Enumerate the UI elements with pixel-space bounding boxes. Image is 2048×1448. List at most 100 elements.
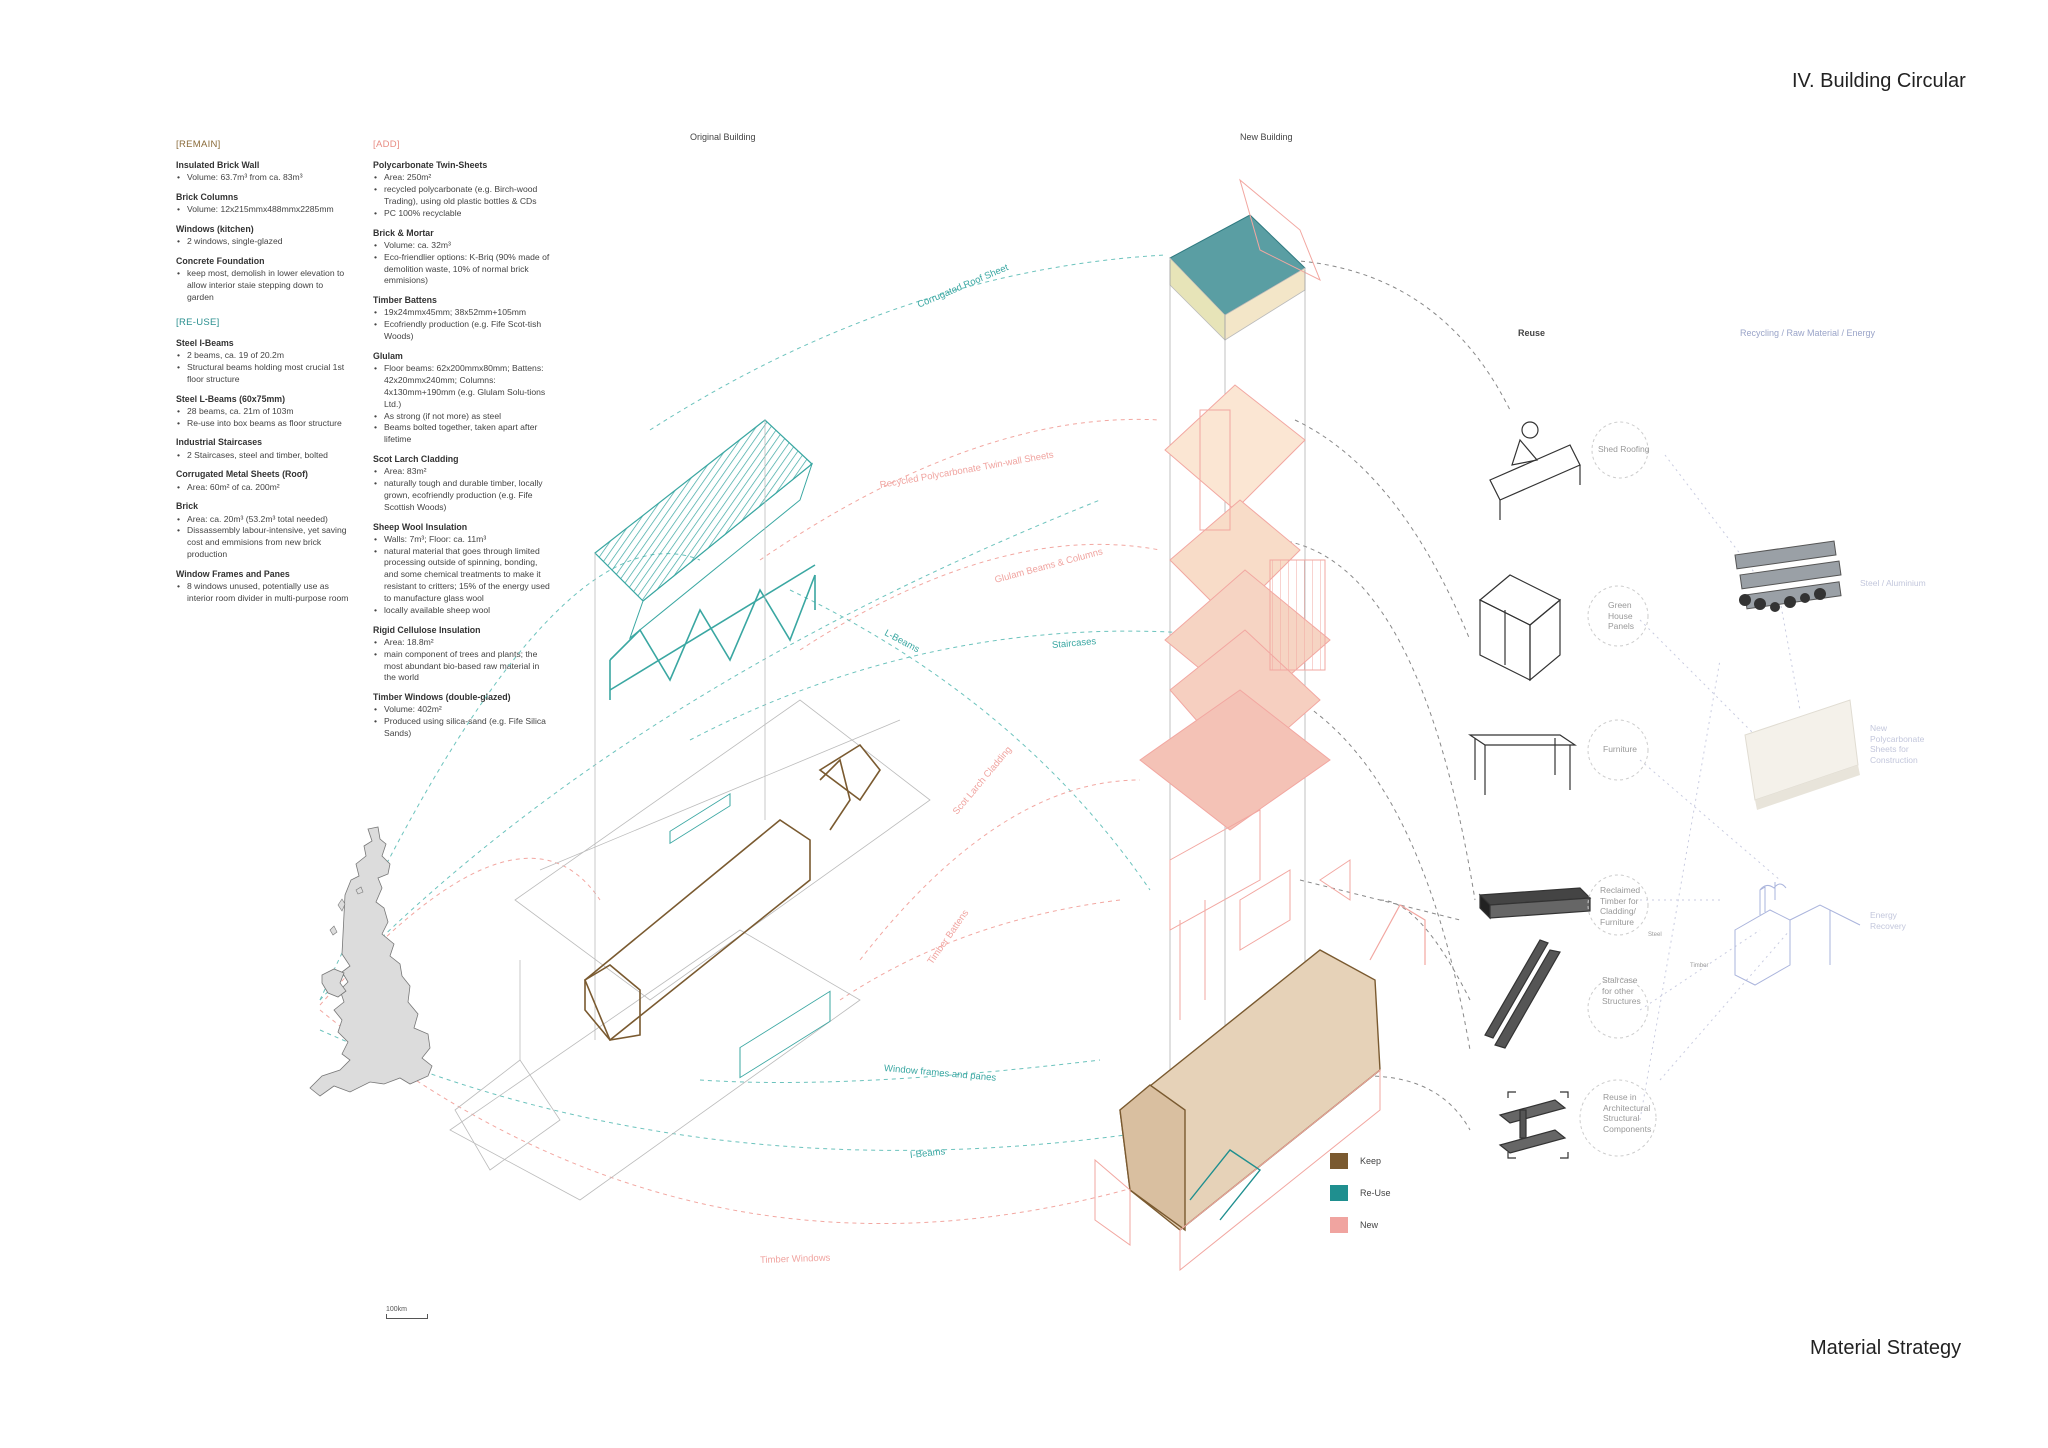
factory-icon — [1734, 882, 1861, 986]
recycle-tag-timber: Timber — [1690, 963, 1709, 969]
material-item-name: Industrial Staircases — [176, 437, 263, 448]
material-item-bullet: Volume: 63.7m³ from ca. 83m³ — [177, 172, 351, 184]
material-item-bullet: Dissassembly labour-intensive, yet savin… — [177, 525, 351, 561]
material-item-name: Windows (kitchen) — [176, 224, 254, 235]
header-reuse: Reuse — [1518, 328, 1546, 338]
legend-reuse: Re-Use — [1330, 1185, 1391, 1201]
material-item-bullets: Area: 18.8m²main component of trees and … — [373, 637, 553, 684]
legend-keep: Keep — [1330, 1153, 1381, 1169]
material-item-name: Timber Battens — [373, 295, 437, 306]
material-item: Timber Windows (double-glazed)Volume: 40… — [373, 691, 553, 740]
reuse-label-structural: Reuse in Architectural Structural Compon… — [1603, 1092, 1652, 1134]
legend-label-reuse: Re-Use — [1360, 1188, 1391, 1198]
recycle-label-steel: Steel / Aluminium — [1860, 578, 1926, 588]
material-item-bullet: 28 beams, ca. 21m of 103m — [177, 406, 351, 418]
header-recycling: Recycling / Raw Material / Energy — [1740, 328, 1876, 338]
material-item-bullets: 2 windows, single-glazed — [176, 236, 351, 248]
material-item-bullets: Volume: 12x215mmx488mmx2285mm — [176, 204, 351, 216]
material-item-bullets: Area: 83m²naturally tough and durable ti… — [373, 466, 553, 513]
reuse-label-timber: Reclaimed Timber for Cladding/ Furniture — [1600, 885, 1641, 927]
material-item-bullet: Re-use into box beams as floor structure — [177, 418, 351, 430]
recycle-lines — [1639, 454, 1801, 1121]
material-item-bullet: Area: 18.8m² — [374, 637, 553, 649]
material-item: Brick ColumnsVolume: 12x215mmx488mmx2285… — [176, 191, 351, 216]
material-item-bullets: 8 windows unused, potentially use as int… — [176, 581, 351, 605]
new-building-stack — [1094, 178, 1426, 1272]
material-item-bullet: Ecofriendly production (e.g. Fife Scot-t… — [374, 319, 553, 343]
shed-roof-icon — [1489, 421, 1581, 520]
material-item-bullet: Volume: ca. 32m³ — [374, 240, 553, 252]
material-item-bullet: 2 beams, ca. 19 of 20.2m — [177, 350, 351, 362]
material-item: Rigid Cellulose InsulationArea: 18.8m²ma… — [373, 624, 553, 685]
material-item-name: Window Frames and Panes — [176, 568, 290, 579]
legend-swatch-new — [1330, 1217, 1348, 1233]
material-item-bullets: Volume: 402m²Produced using silica-sand … — [373, 704, 553, 740]
material-item-bullet: Volume: 12x215mmx488mmx2285mm — [177, 204, 351, 216]
material-item-bullets: Walls: 7m³; Floor: ca. 11m³natural mater… — [373, 534, 553, 617]
map-scale-label: 100km — [386, 1306, 408, 1313]
material-item: Timber Battens19x24mmx45mm; 38x52mm+105m… — [373, 294, 553, 343]
material-item: BrickArea: ca. 20m³ (53.2m³ total needed… — [176, 500, 351, 561]
new-upper-floor — [1139, 384, 1331, 831]
material-item-bullet: As strong (if not more) as steel — [374, 411, 553, 423]
legend-label-keep: Keep — [1360, 1156, 1382, 1166]
material-item-name: Steel L-Beams (60x75mm) — [176, 393, 286, 404]
original-keep-walls — [583, 743, 881, 1042]
material-item-bullets: 19x24mmx45mm; 38x52mm+105mmEcofriendly p… — [373, 307, 553, 343]
material-item-name: Brick & Mortar — [373, 227, 434, 238]
reuse-label-furniture: Furniture — [1603, 744, 1638, 754]
legend-label-new: New — [1360, 1220, 1379, 1230]
material-item-name: Concrete Foundation — [176, 256, 265, 267]
reuse-icons — [1468, 421, 1592, 1159]
material-item-name: Glulam — [373, 350, 403, 361]
material-item: Sheep Wool InsulationWalls: 7m³; Floor: … — [373, 521, 553, 617]
material-item: Brick & MortarVolume: ca. 32m³Eco-friend… — [373, 227, 553, 288]
material-item-bullet: locally available sheep wool — [374, 605, 553, 617]
material-item-bullet: Beams bolted together, taken apart after… — [374, 422, 553, 446]
add-column: [ADD] Polycarbonate Twin-SheetsArea: 250… — [373, 132, 553, 747]
i-beam-icon — [1498, 1091, 1569, 1159]
reuse-label-staircase: Staircase for other Structures — [1602, 975, 1641, 1007]
material-item-bullets: 28 beams, ca. 21m of 103mRe-use into box… — [176, 406, 351, 430]
material-item-bullets: Volume: ca. 32m³Eco-friendlier options: … — [373, 240, 553, 287]
material-item-bullet: 19x24mmx45mm; 38x52mm+105mm — [374, 307, 553, 319]
material-item: Polycarbonate Twin-SheetsArea: 250m²recy… — [373, 159, 553, 220]
material-item-bullets: Volume: 63.7m³ from ca. 83m³ — [176, 172, 351, 184]
original-building-lines — [449, 420, 931, 1201]
page-title: IV. Building Circular — [1792, 70, 1966, 92]
material-item: Steel I-Beams2 beams, ca. 19 of 20.2mStr… — [176, 337, 351, 386]
material-item-bullets: keep most, demolish in lower elevation t… — [176, 268, 351, 304]
material-item-bullet: Eco-friendlier options: K-Briq (90% made… — [374, 252, 553, 288]
reuse-label-greenhouse: Green House Panels — [1608, 600, 1634, 632]
material-item-bullets: Area: 250m²recycled polycarbonate (e.g. … — [373, 172, 553, 219]
material-item: Concrete Foundationkeep most, demolish i… — [176, 255, 351, 304]
page-subtitle: Material Strategy — [1810, 1337, 1962, 1359]
material-item: Window Frames and Panes 8 windows unused,… — [176, 568, 351, 605]
material-item: Insulated Brick WallVolume: 63.7m³ from … — [176, 159, 351, 184]
greenhouse-icon — [1478, 574, 1562, 682]
new-ground-floor — [1094, 904, 1426, 1272]
header-new-building: New Building — [1240, 132, 1293, 142]
reuse-label-shed: Shed Roofing — [1598, 444, 1650, 454]
material-item-bullet: Area: 83m² — [374, 466, 553, 478]
material-item-name: Brick — [176, 501, 199, 512]
material-item-bullet: 2 windows, single-glazed — [177, 236, 351, 248]
original-roof — [594, 419, 816, 700]
add-list: Polycarbonate Twin-SheetsArea: 250m²recy… — [373, 159, 553, 740]
header-original-building: Original Building — [690, 132, 756, 142]
recycle-tag-steel: Steel — [1648, 932, 1662, 938]
reuse-heading: [RE-USE] — [176, 316, 220, 328]
material-item-bullet: naturally tough and durable timber, loca… — [374, 478, 553, 514]
add-heading: [ADD] — [373, 139, 400, 150]
material-item-name: Rigid Cellulose Insulation — [373, 624, 481, 635]
new-timber-frames — [1169, 809, 1351, 1020]
map-scale-bar — [386, 1314, 428, 1319]
recycle-label-poly: New Polycarbonate Sheets for Constructio… — [1870, 723, 1925, 765]
material-item-bullet: 2 Staircases, steel and timber, bolted — [177, 450, 351, 462]
original-reuse-windows — [669, 793, 831, 1079]
recycle-label-energy: Energy Recovery — [1870, 910, 1906, 931]
reuse-circles — [1579, 421, 1657, 1157]
polycarbonate-sheet-image — [1744, 699, 1860, 810]
material-item-name: Insulated Brick Wall — [176, 160, 260, 171]
